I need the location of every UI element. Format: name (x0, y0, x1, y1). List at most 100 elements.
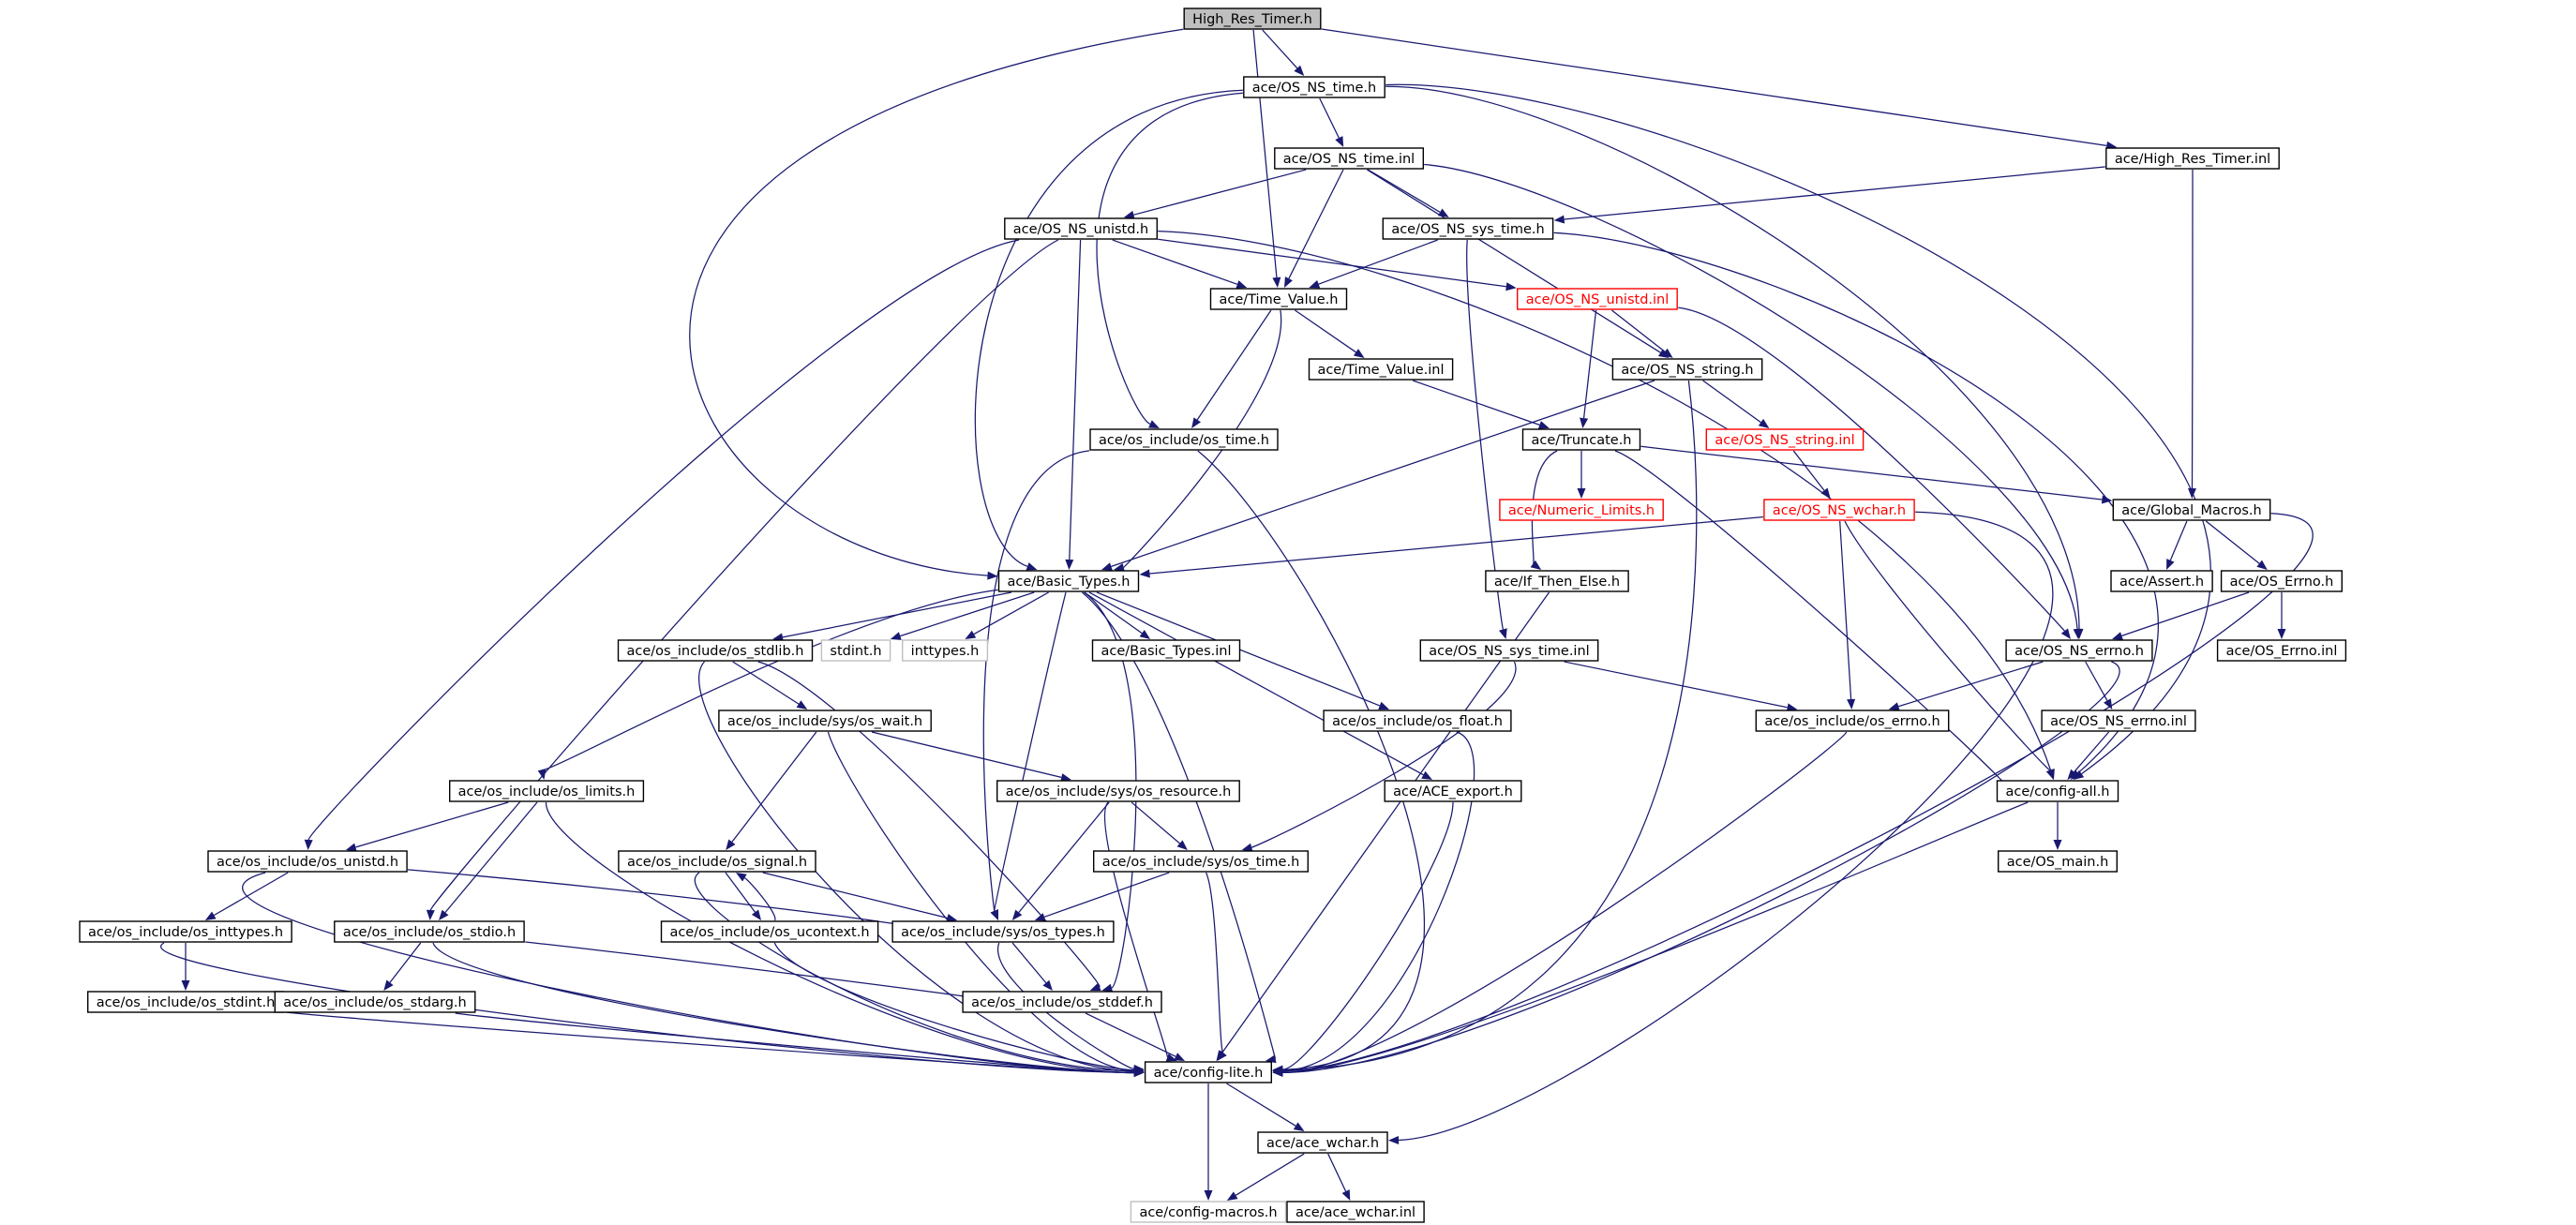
edge-os_ns_time_inl-to-time_value_h (1288, 169, 1344, 279)
graph-node-osi_sys_os_types_h[interactable]: ace/os_include/sys/os_types.h (891, 920, 1115, 943)
graph-node-numeric_limits_h[interactable]: ace/Numeric_Limits.h (1499, 499, 1664, 521)
graph-node-basic_types_inl[interactable]: ace/Basic_Types.inl (1091, 639, 1241, 662)
node-label: ace/OS_NS_time.h (1252, 81, 1376, 96)
graph-node-osi_os_stdint_h[interactable]: ace/os_include/os_stdint.h (86, 991, 285, 1013)
graph-node-osi_os_stddef_h[interactable]: ace/os_include/os_stddef.h (962, 991, 1162, 1013)
graph-node-time_value_h[interactable]: ace/Time_Value.h (1209, 288, 1348, 310)
node-box (1091, 639, 1241, 662)
node-label: ace/Numeric_Limits.h (1508, 503, 1655, 518)
graph-node-config_macros_h[interactable]: ace/config-macros.h (1130, 1201, 1287, 1223)
edge-root-to-time_value_h (1252, 29, 1278, 278)
graph-node-hrt_inl[interactable]: ace/High_Res_Timer.inl (2105, 147, 2280, 170)
edge-arrowhead (1217, 1050, 1227, 1061)
graph-node-osi_os_errno_h[interactable]: ace/os_include/os_errno.h (1755, 710, 1950, 732)
edge-arrowhead (1241, 843, 1253, 852)
graph-node-ace_export_h[interactable]: ace/ACE_export.h (1384, 780, 1522, 802)
graph-node-ace_wchar_inl[interactable]: ace/ace_wchar.inl (1286, 1201, 1425, 1223)
graph-node-osi_os_ucontext_h[interactable]: ace/os_include/os_ucontext.h (660, 920, 879, 943)
graph-node-os_ns_string_inl[interactable]: ace/OS_NS_string.inl (1705, 428, 1865, 451)
graph-node-osi_os_stdarg_h[interactable]: ace/os_include/os_stdarg.h (274, 991, 476, 1013)
graph-node-osi_os_unistd_h[interactable]: ace/os_include/os_unistd.h (207, 850, 408, 873)
edge-time_value_h-to-basic_types_h (1123, 309, 1282, 568)
edge-arrowhead (1294, 65, 1305, 76)
edge-arrowhead (1042, 979, 1053, 991)
edge-os_ns_unistd_h-to-config_all_h (1158, 230, 2052, 770)
graph-node-root[interactable]: High_Res_Timer.h (1183, 7, 1322, 30)
node-label: ace/Time_Value.h (1219, 292, 1338, 307)
graph-node-osi_os_inttypes_h[interactable]: ace/os_include/os_inttypes.h (79, 920, 292, 943)
node-label: ace/ACE_export.h (1393, 784, 1513, 799)
edge-arrowhead (439, 909, 449, 920)
edge-arrowhead (2188, 487, 2196, 499)
node-box (1763, 499, 1915, 521)
graph-node-osi_os_limits_h[interactable]: ace/os_include/os_limits.h (449, 780, 645, 802)
graph-node-global_macros_h[interactable]: ace/Global_Macros.h (2112, 499, 2271, 521)
graph-node-os_ns_time_h[interactable]: ace/OS_NS_time.h (1243, 76, 1385, 98)
edge-root-to-basic_types_h (689, 28, 1184, 576)
graph-node-config_lite_h[interactable]: ace/config-lite.h (1144, 1061, 1272, 1083)
graph-node-os_ns_sys_time_inl[interactable]: ace/OS_NS_sys_time.inl (1419, 639, 1599, 662)
edge-os_ns_errno_h-to-config_lite_h (1282, 661, 2120, 1073)
graph-node-osi_os_float_h[interactable]: ace/os_include/os_float.h (1323, 710, 1512, 732)
edge-arrowhead (1139, 569, 1150, 578)
graph-node-stdint_h[interactable]: stdint.h (820, 639, 891, 662)
node-label: ace/os_include/sys/os_types.h (901, 925, 1105, 940)
edge-root-to-os_ns_time_h (1262, 29, 1298, 69)
graph-node-os_ns_time_inl[interactable]: ace/OS_NS_time.inl (1274, 147, 1425, 170)
node-box (1243, 76, 1385, 98)
graph-node-os_ns_unistd_inl[interactable]: ace/OS_NS_unistd.inl (1516, 288, 1678, 310)
node-box (1004, 217, 1159, 240)
edge-arrowhead (1388, 1136, 1400, 1144)
edge-arrowhead (1437, 208, 1449, 217)
graph-node-os_ns_wchar_h[interactable]: ace/OS_NS_wchar.h (1763, 499, 1915, 521)
edge-os_ns_wchar_h-to-osi_os_errno_h (1839, 520, 1852, 700)
node-label: ace/config-all.h (2005, 784, 2109, 799)
edge-os_ns_string_h-to-os_ns_string_inl (1702, 380, 1761, 424)
graph-node-osi_sys_os_resource_h[interactable]: ace/os_include/sys/os_resource.h (996, 780, 1240, 802)
edge-os_errno_h-to-os_ns_errno_h (2121, 591, 2250, 636)
graph-node-os_errno_inl[interactable]: ace/OS_Errno.inl (2216, 639, 2347, 662)
graph-node-osi_os_stdio_h[interactable]: ace/os_include/os_stdio.h (334, 920, 525, 943)
graph-node-osi_os_signal_h[interactable]: ace/os_include/os_signal.h (618, 850, 816, 873)
edge-arrowhead (2073, 628, 2082, 639)
graph-node-os_ns_string_h[interactable]: ace/OS_NS_string.h (1611, 358, 1763, 381)
node-box (902, 639, 989, 662)
edge-osi_os_stdio_h-to-osi_os_stdarg_h (389, 942, 422, 983)
edge-arrowhead (2104, 698, 2113, 710)
graph-node-os_ns_unistd_h[interactable]: ace/OS_NS_unistd.h (1004, 217, 1159, 240)
graph-node-osi_sys_os_wait_h[interactable]: ace/os_include/sys/os_wait.h (718, 710, 932, 732)
edge-os_ns_sys_time_inl-to-osi_os_errno_h (1564, 661, 1788, 709)
graph-node-os_ns_errno_inl[interactable]: ace/OS_NS_errno.inl (2041, 710, 2196, 732)
edge-os_ns_time_h-to-os_ns_time_inl (1319, 97, 1340, 139)
edge-osi_os_time_h-to-osi_sys_os_types_h (982, 450, 1090, 912)
graph-node-ace_wchar_h[interactable]: ace/ace_wchar.h (1257, 1131, 1388, 1154)
edge-arrowhead (1272, 276, 1281, 288)
edge-arrowhead (1204, 1190, 1213, 1201)
graph-node-osi_sys_os_time_h[interactable]: ace/os_include/sys/os_time.h (1092, 850, 1309, 873)
graph-node-inttypes_h[interactable]: inttypes.h (902, 639, 989, 662)
graph-node-osi_os_stdlib_h[interactable]: ace/os_include/os_stdlib.h (617, 639, 814, 662)
node-label: ace/If_Then_Else.h (1494, 575, 1620, 590)
node-box (1257, 1131, 1388, 1154)
graph-node-time_value_inl[interactable]: ace/Time_Value.inl (1308, 358, 1454, 381)
node-box (618, 850, 816, 873)
node-box (1183, 7, 1322, 30)
edge-arrowhead (1139, 630, 1151, 639)
edge-os_ns_unistd_h-to-time_value_h (1112, 239, 1238, 285)
graph-node-truncate_h[interactable]: ace/Truncate.h (1521, 428, 1641, 451)
graph-node-config_all_h[interactable]: ace/config-all.h (1996, 780, 2119, 802)
graph-node-os_ns_errno_h[interactable]: ace/OS_NS_errno.h (2005, 639, 2153, 662)
node-label: ace/os_include/os_errno.h (1764, 714, 1939, 729)
graph-node-os_main_h[interactable]: ace/OS_main.h (1997, 850, 2118, 873)
edge-arrowhead (1114, 563, 1125, 572)
edge-arrowhead (2060, 628, 2071, 639)
graph-node-os_ns_sys_time_h[interactable]: ace/OS_NS_sys_time.h (1382, 217, 1554, 240)
graph-node-os_errno_h[interactable]: ace/OS_Errno.h (2220, 570, 2344, 592)
graph-node-assert_h[interactable]: ace/Assert.h (2110, 570, 2213, 592)
graph-node-basic_types_h[interactable]: ace/Basic_Types.h (997, 570, 1140, 592)
graph-node-osi_os_time_h[interactable]: ace/os_include/os_time.h (1089, 428, 1279, 451)
edge-ace_wchar_h-to-ace_wchar_inl (1327, 1153, 1347, 1192)
node-box (1485, 570, 1629, 592)
graph-node-if_then_else_h[interactable]: ace/If_Then_Else.h (1485, 570, 1629, 592)
edge-arrowhead (1101, 562, 1113, 571)
